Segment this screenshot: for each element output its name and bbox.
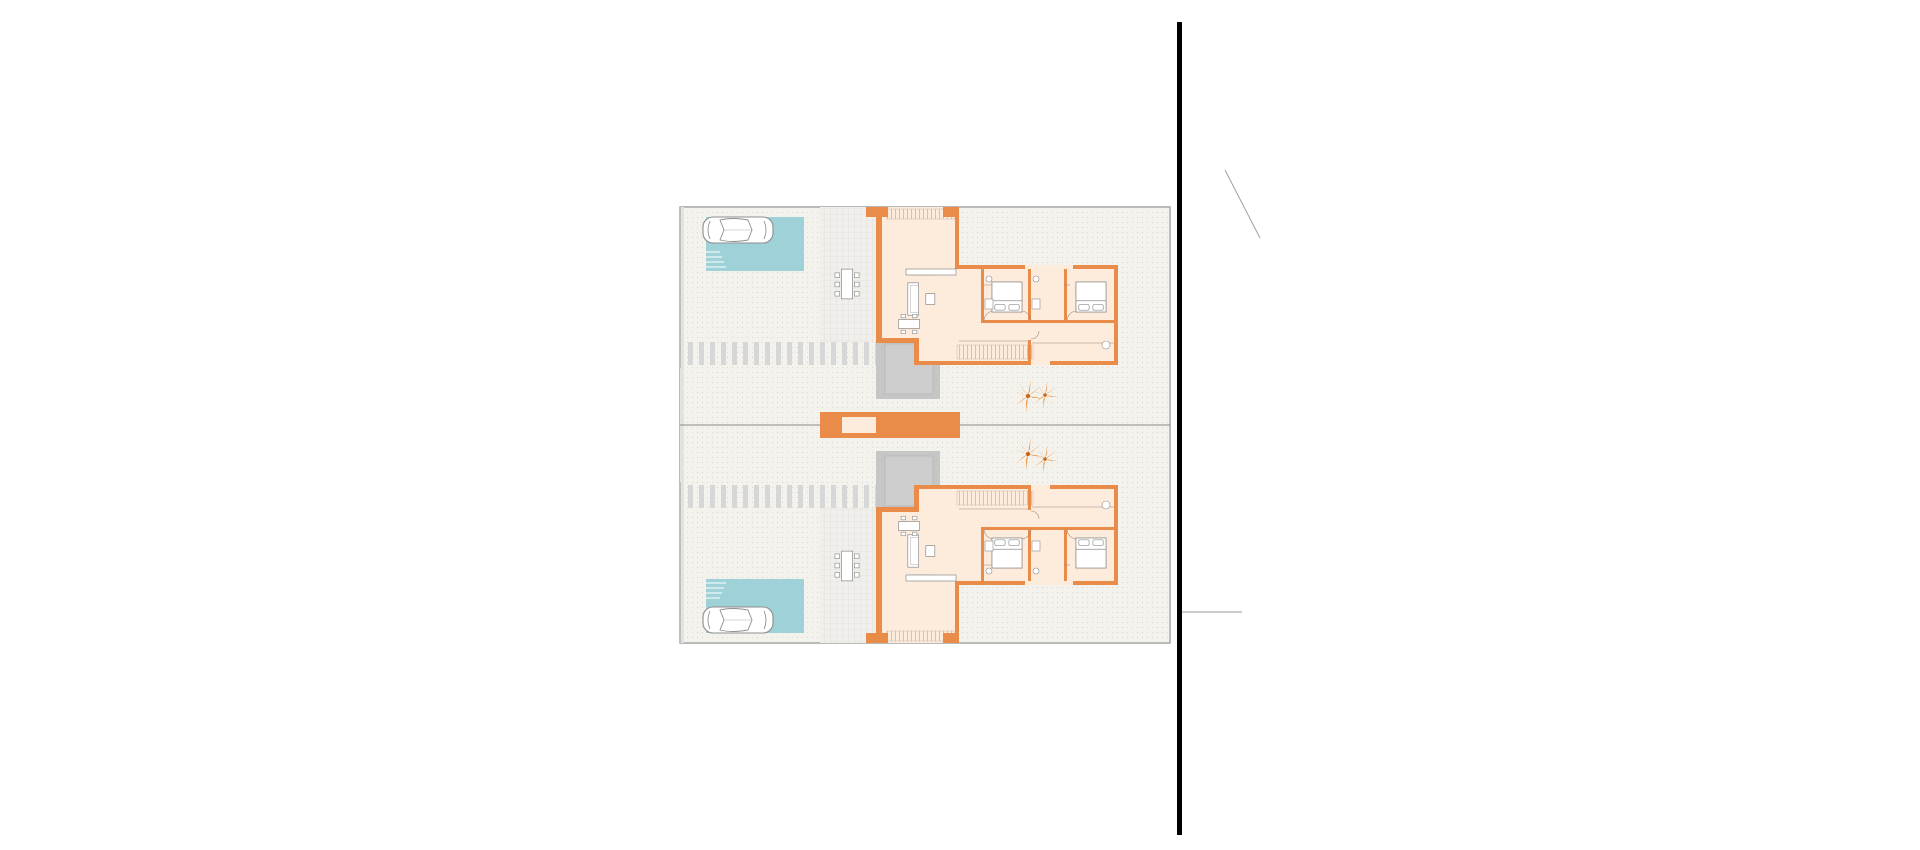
party-wall-opening — [842, 417, 878, 433]
property-boundary-line — [1177, 22, 1182, 835]
party-wall-core — [876, 412, 886, 438]
car-icon — [702, 216, 774, 244]
car-icon — [702, 606, 774, 634]
reference-line-diagonal — [1224, 169, 1261, 239]
party-wall — [820, 412, 960, 438]
